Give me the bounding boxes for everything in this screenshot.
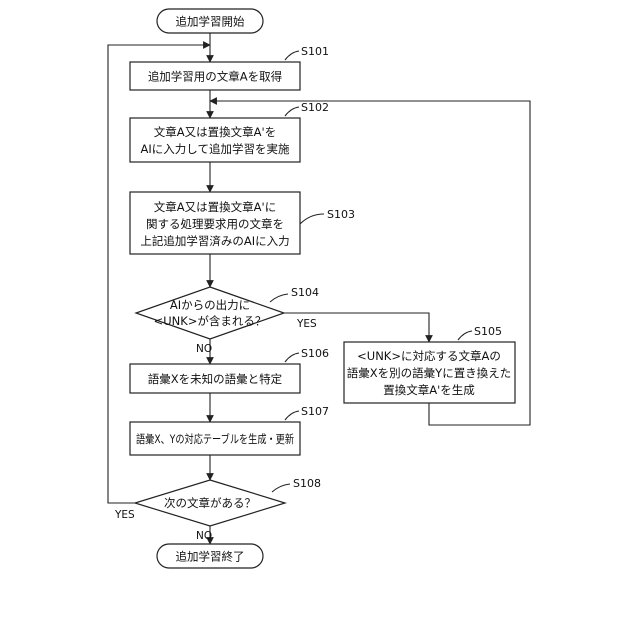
start-label: 追加学習開始 [176, 15, 245, 29]
s103-label-line1: 文章A又は置換文章A'に [154, 200, 276, 214]
s105-label-line3: 置換文章A'を生成 [383, 383, 475, 397]
s107-step-id: S107 [301, 405, 329, 418]
s104-label-line1: AIからの出力に [170, 298, 250, 312]
s108-yes-label: YES [114, 509, 135, 521]
process-s106: 語彙Xを未知の語彙と特定 S106 [130, 347, 329, 393]
s104-step-id: S104 [291, 286, 319, 299]
s101-label: 追加学習用の文章Aを取得 [148, 70, 282, 84]
decision-s104: AIからの出力に <UNK>が含まれる？ S104 YES NO [136, 286, 319, 355]
decision-s108: 次の文章がある？ S108 YES NO [114, 477, 321, 542]
start-terminal: 追加学習開始 [157, 9, 263, 33]
s105-label-line2: 語彙Xを別の語彙Yに置き換えた [347, 366, 511, 380]
s103-step-id: S103 [327, 208, 355, 221]
end-terminal: 追加学習終了 [157, 544, 263, 568]
s105-leader [458, 331, 472, 340]
s103-leader [300, 214, 324, 224]
s108-no-label: NO [196, 530, 212, 542]
s105-label-line1: <UNK>に対応する文章Aの [357, 349, 501, 363]
process-s101: 追加学習用の文章Aを取得 S101 [130, 45, 329, 90]
s104-yes-label: YES [296, 318, 317, 330]
s101-leader [285, 51, 299, 60]
s106-step-id: S106 [301, 347, 329, 360]
s108-leader [272, 484, 290, 492]
process-s103: 文章A又は置換文章A'に 関する処理要求用の文章を 上記追加学習済みのAIに入力… [130, 192, 355, 254]
s106-leader [285, 353, 299, 362]
s108-step-id: S108 [293, 477, 321, 490]
s101-step-id: S101 [301, 45, 329, 58]
s102-label-line2: AIに入力して追加学習を実施 [141, 142, 290, 156]
process-s107: 語彙X、Yの対応テーブルを生成・更新 S107 [130, 405, 329, 455]
s102-leader [285, 107, 299, 116]
end-label: 追加学習終了 [176, 550, 245, 564]
s107-label: 語彙X、Yの対応テーブルを生成・更新 [136, 432, 294, 446]
s106-label: 語彙Xを未知の語彙と特定 [148, 372, 283, 386]
s102-step-id: S102 [301, 101, 329, 114]
process-s102: 文章A又は置換文章A'を AIに入力して追加学習を実施 S102 [130, 101, 329, 162]
s105-step-id: S105 [474, 325, 502, 338]
s108-label: 次の文章がある？ [164, 496, 256, 510]
s102-label-line1: 文章A又は置換文章A'を [154, 125, 276, 139]
s104-leader [270, 294, 288, 302]
s103-label-line2: 関する処理要求用の文章を [146, 217, 284, 231]
s104-label-line2: <UNK>が含まれる？ [154, 314, 267, 328]
s103-label-line3: 上記追加学習済みのAIに入力 [140, 234, 289, 248]
s104-no-label: NO [196, 343, 212, 355]
s107-leader [285, 411, 299, 420]
